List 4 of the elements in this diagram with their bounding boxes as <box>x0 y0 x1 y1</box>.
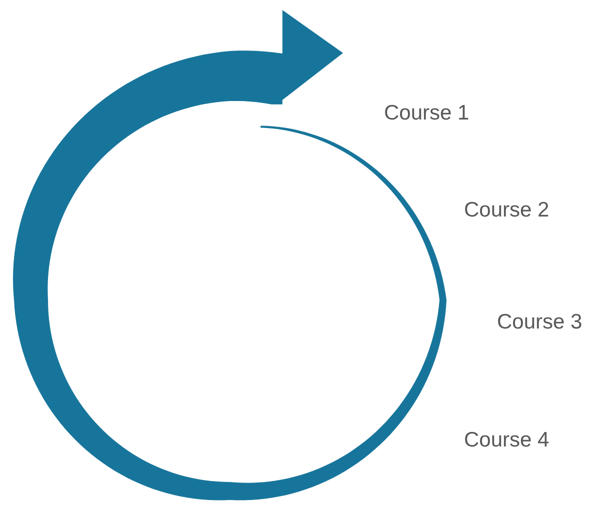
course-label: Course 2 <box>464 200 550 220</box>
course-label: Course 4 <box>464 430 550 450</box>
course-label: Course 3 <box>497 312 582 332</box>
course-label: Course 1 <box>384 102 470 124</box>
